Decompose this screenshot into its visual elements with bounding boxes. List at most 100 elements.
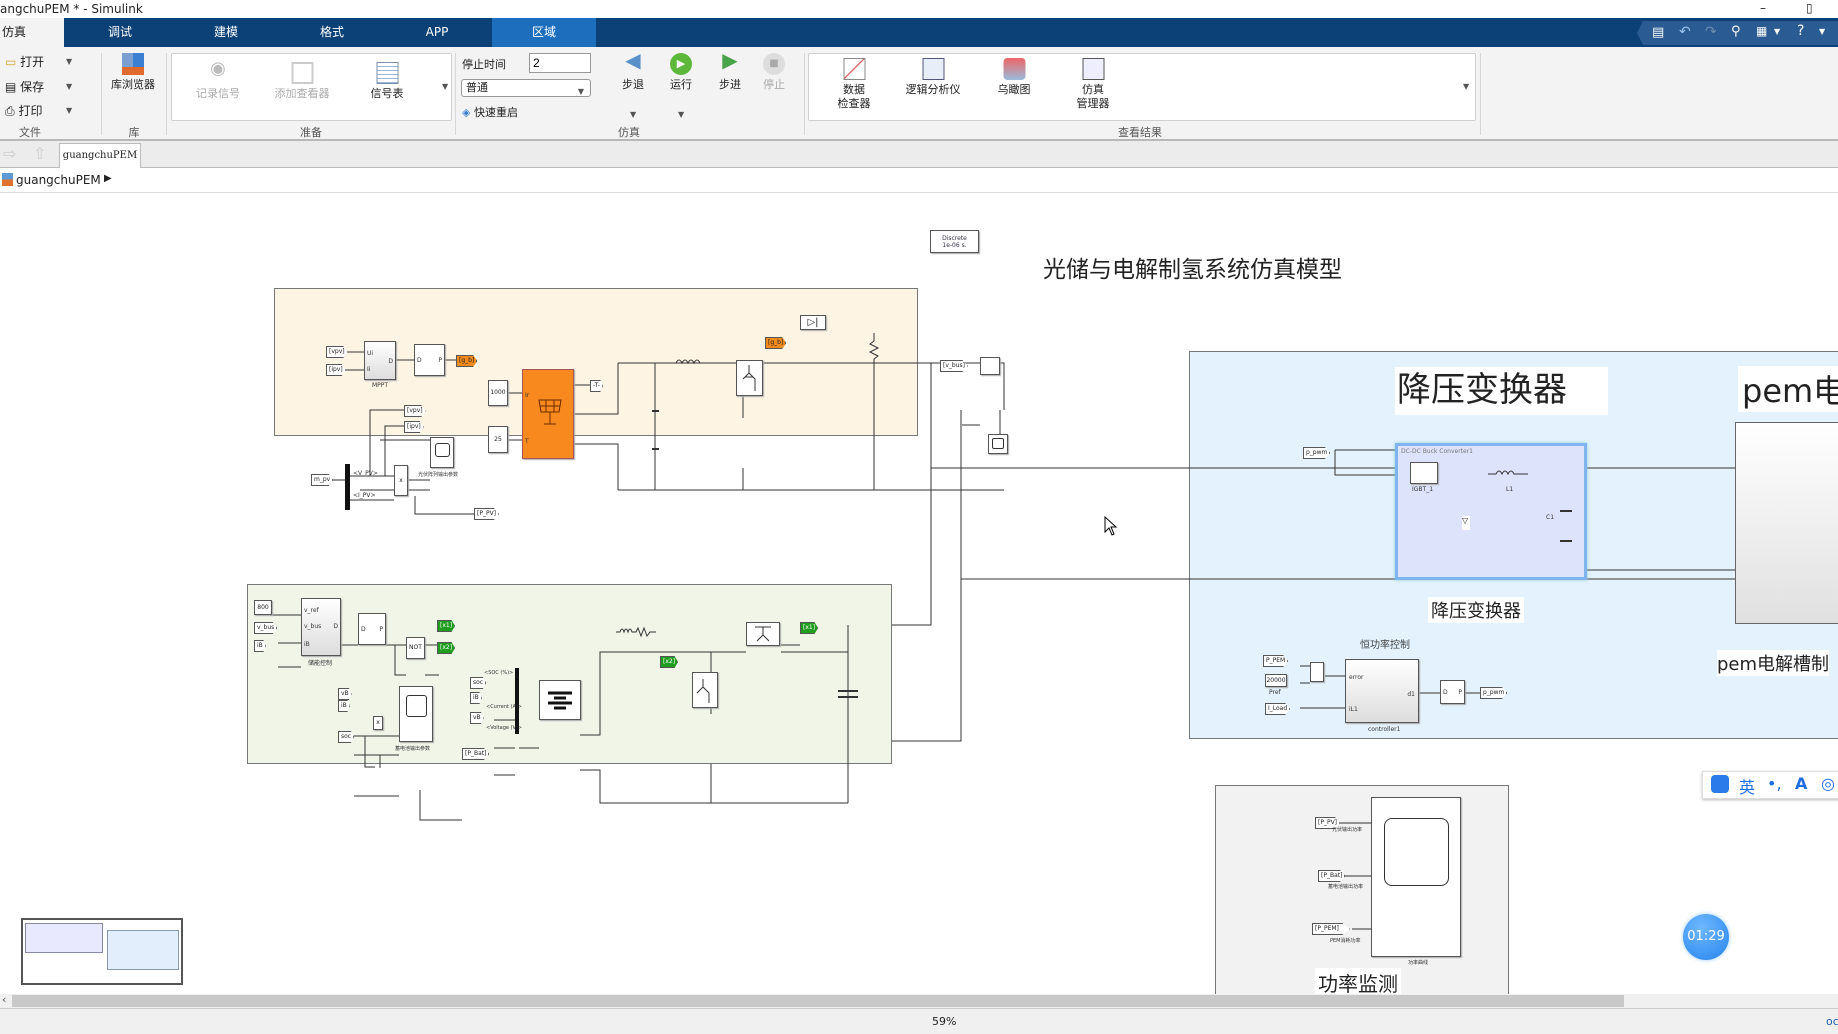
from-i-load[interactable]: I_Load bbox=[1265, 703, 1291, 715]
bus-scope[interactable] bbox=[988, 434, 1008, 454]
help-icon[interactable]: ? bbox=[1797, 23, 1805, 39]
from-x2[interactable]: [x2] bbox=[660, 656, 679, 668]
chevron-right-icon[interactable]: ▶ bbox=[104, 173, 112, 184]
ime-skin-icon[interactable]: ◎ bbox=[1821, 774, 1835, 793]
signal-table-button[interactable]: 信号表 bbox=[371, 62, 404, 101]
library-browser-button[interactable]: 库浏览器 bbox=[111, 53, 155, 92]
from-ib[interactable]: iB bbox=[254, 640, 266, 652]
terminator-m[interactable]: -T- bbox=[590, 380, 603, 392]
model-tab[interactable]: guangchuPEM bbox=[59, 143, 141, 169]
chevron-down-icon[interactable]: ▼ bbox=[66, 82, 73, 91]
simulation-mode-select[interactable]: 普通 ▼ bbox=[461, 79, 591, 97]
gallery-expand-icon[interactable]: ▼ bbox=[1463, 82, 1470, 91]
save-icon[interactable]: ▤ bbox=[1652, 25, 1665, 40]
log-signals-button[interactable]: ◉记录信号 bbox=[196, 58, 240, 101]
navigator-viewport[interactable] bbox=[25, 923, 103, 953]
data-inspector-button[interactable]: 数据检查器 bbox=[838, 58, 871, 111]
product-block[interactable]: x bbox=[394, 465, 408, 496]
from-p-pem[interactable]: [P_PEM] bbox=[1312, 923, 1350, 935]
chevron-down-icon[interactable]: ▼ bbox=[66, 106, 73, 115]
irradiance-constant[interactable]: 1000 bbox=[488, 380, 508, 406]
chevron-down-icon[interactable]: ▼ bbox=[1774, 27, 1781, 36]
from-p-pem[interactable]: P_PEM bbox=[1263, 655, 1289, 667]
from-p-pv[interactable]: [P_PV] bbox=[1315, 817, 1341, 829]
undo-icon[interactable]: ↶ bbox=[1679, 24, 1691, 40]
save-button[interactable]: ▤ 保存 bbox=[5, 80, 45, 94]
open-button[interactable]: ▭ 打开 bbox=[5, 55, 45, 69]
breadcrumb-model[interactable]: guangchuPEM bbox=[16, 173, 101, 187]
battery-block[interactable] bbox=[539, 680, 581, 720]
baidu-ime-icon[interactable] bbox=[1711, 775, 1729, 793]
logic-analyzer-button[interactable]: 逻辑分析仪 bbox=[906, 58, 961, 97]
goto-ib[interactable]: iB bbox=[470, 692, 482, 704]
goto-v-bus[interactable]: [v_bus] bbox=[940, 360, 968, 372]
from-vb[interactable]: vB bbox=[338, 688, 352, 700]
goto-vpv[interactable]: [vpv] bbox=[404, 405, 426, 417]
battery-scope[interactable] bbox=[399, 686, 433, 742]
tab-apps[interactable]: APP bbox=[425, 25, 449, 39]
goto-x1[interactable]: [x1] bbox=[437, 620, 456, 632]
ime-language[interactable]: 英 bbox=[1739, 778, 1756, 797]
scrollbar-thumb[interactable] bbox=[12, 995, 1624, 1007]
from-p-bat[interactable]: [P_Bat] bbox=[1318, 870, 1346, 882]
up-arrow-icon[interactable]: ⇧ bbox=[33, 144, 47, 163]
voltage-ref-constant[interactable]: 800 bbox=[254, 600, 272, 615]
redo-icon[interactable]: ↷ bbox=[1705, 24, 1717, 40]
tab-format[interactable]: 格式 bbox=[319, 25, 344, 39]
chevron-down-icon[interactable]: ▼ bbox=[630, 110, 637, 119]
buck-igbt[interactable] bbox=[692, 672, 718, 708]
power-scope[interactable] bbox=[1371, 797, 1461, 957]
pv-scope[interactable] bbox=[430, 437, 454, 468]
tab-modeling[interactable]: 建模 bbox=[213, 25, 238, 39]
step-forward-button[interactable]: ▶步进 bbox=[719, 48, 741, 91]
ime-punctuation[interactable]: •, bbox=[1767, 774, 1782, 793]
goto-p-pv[interactable]: [P_PV] bbox=[474, 508, 500, 520]
tab-simulation[interactable]: 仿真 bbox=[0, 18, 64, 47]
tab-region[interactable]: 区域 bbox=[492, 18, 596, 47]
goto-x2[interactable]: [x2] bbox=[437, 642, 456, 654]
ime-font-icon[interactable]: A bbox=[1795, 774, 1808, 793]
favorites-icon[interactable]: ▦ bbox=[1756, 24, 1768, 38]
pv-diode[interactable]: ▷| bbox=[800, 315, 826, 330]
dc-bus-capacitor[interactable] bbox=[838, 690, 858, 698]
bus-selector[interactable] bbox=[515, 668, 519, 734]
pv-inductor[interactable] bbox=[670, 357, 704, 369]
boost-igbt[interactable] bbox=[746, 622, 780, 646]
bus-selector[interactable] bbox=[345, 464, 350, 510]
search-icon[interactable]: ⚲ bbox=[1731, 24, 1741, 39]
stop-time-input[interactable] bbox=[529, 53, 591, 73]
goto-vb[interactable]: vB bbox=[470, 712, 484, 724]
sum-block[interactable] bbox=[1310, 662, 1324, 682]
pref-constant[interactable]: 20000 bbox=[1265, 674, 1287, 687]
back-arrow-icon[interactable]: ⇨ bbox=[3, 144, 17, 163]
goto-soc[interactable]: soc bbox=[470, 677, 487, 689]
pv-capacitor[interactable] bbox=[652, 410, 659, 450]
from-gb[interactable]: [g_b] bbox=[765, 337, 787, 349]
battery-rl[interactable] bbox=[616, 626, 656, 638]
product-block[interactable]: x bbox=[373, 716, 383, 730]
add-viewer-button[interactable]: 添加查看器 bbox=[275, 62, 330, 101]
from-soc[interactable]: soc bbox=[338, 731, 355, 743]
from-ipv[interactable]: [ipv] bbox=[326, 364, 346, 376]
horizontal-scrollbar[interactable]: ‹ bbox=[0, 993, 1838, 1008]
sim-manager-button[interactable]: 仿真管理器 bbox=[1077, 58, 1110, 111]
chevron-down-icon[interactable]: ▼ bbox=[66, 57, 73, 66]
goto-p-bat[interactable]: [P_Bat] bbox=[462, 748, 490, 760]
from-x1[interactable]: [x1] bbox=[800, 622, 819, 634]
minimize-button[interactable]: – bbox=[1760, 1, 1766, 15]
model-navigator-thumbnail[interactable] bbox=[21, 918, 183, 985]
freewheel-diode[interactable]: ▽ bbox=[1462, 516, 1470, 530]
pv-resistor[interactable] bbox=[868, 333, 880, 383]
from-ib[interactable]: iB bbox=[338, 700, 350, 712]
not-block[interactable]: NOT bbox=[406, 637, 425, 659]
goto-ipv[interactable]: [ipv] bbox=[404, 421, 424, 433]
temperature-constant[interactable]: 25 bbox=[488, 426, 508, 453]
buck-igbt[interactable] bbox=[1410, 462, 1438, 484]
